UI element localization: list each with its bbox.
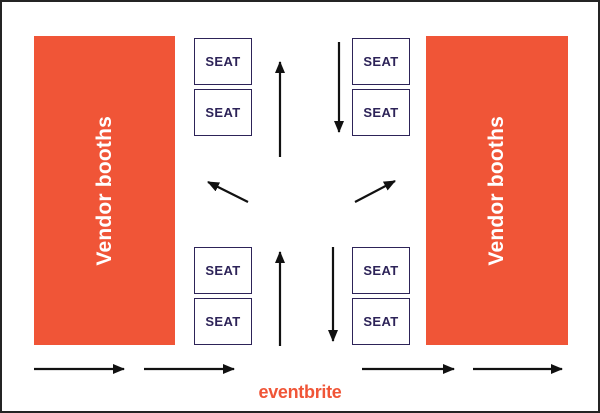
- vendor-booth-left-label: Vendor booths: [92, 115, 116, 266]
- seat-label: SEAT: [363, 105, 399, 120]
- seat-label: SEAT: [363, 263, 399, 278]
- seat-group-bottom-right: SEAT SEAT: [352, 247, 410, 345]
- seat-box: SEAT: [194, 247, 252, 294]
- vendor-booth-left: Vendor booths: [34, 36, 175, 345]
- vendor-booth-right-label: Vendor booths: [485, 115, 508, 266]
- seat-box: SEAT: [352, 247, 410, 294]
- seat-label: SEAT: [363, 314, 399, 329]
- seat-box: SEAT: [194, 89, 252, 136]
- seat-label: SEAT: [205, 263, 241, 278]
- seat-label: SEAT: [363, 54, 399, 69]
- seat-box: SEAT: [194, 298, 252, 345]
- seat-box: SEAT: [194, 38, 252, 85]
- vendor-booth-right: Vendor booths: [426, 36, 568, 345]
- arrow-center-diagonal-right: [354, 180, 396, 203]
- seat-box: SEAT: [352, 89, 410, 136]
- seat-box: SEAT: [352, 38, 410, 85]
- seat-group-bottom-left: SEAT SEAT: [194, 247, 252, 345]
- eventbrite-logo: eventbrite: [258, 382, 342, 402]
- seat-group-top-right: SEAT SEAT: [352, 38, 410, 136]
- seat-label: SEAT: [205, 105, 241, 120]
- seat-group-top-left: SEAT SEAT: [194, 38, 252, 136]
- seat-box: SEAT: [352, 298, 410, 345]
- seat-label: SEAT: [205, 314, 241, 329]
- arrow-center-diagonal-left: [207, 181, 249, 203]
- seat-label: SEAT: [205, 54, 241, 69]
